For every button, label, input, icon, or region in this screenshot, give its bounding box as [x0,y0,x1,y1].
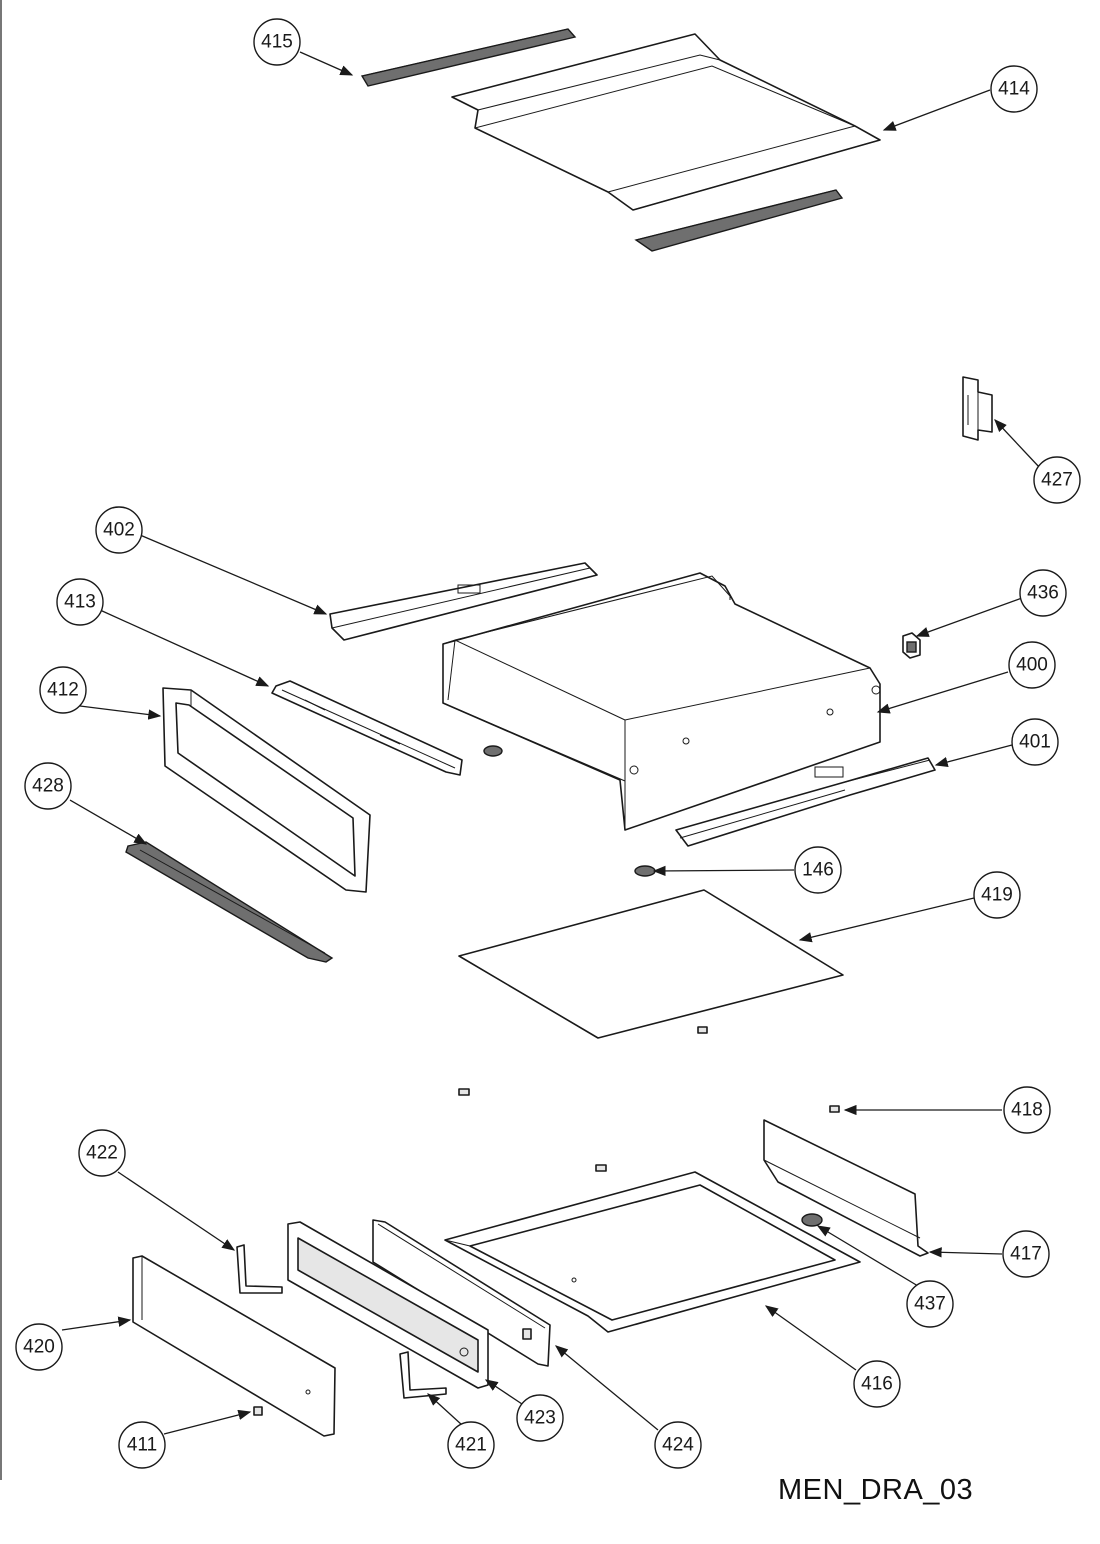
part-427-bracket [962,376,993,441]
part-423-inner-frame [287,1221,489,1389]
callout-411: 411 [118,1421,166,1469]
part-420-front-panel [132,1255,336,1437]
part-416-bottom-frame [444,1171,861,1333]
callout-437-label: 437 [914,1294,946,1315]
part-413-drawer-slide [271,680,463,776]
callout-424-label: 424 [662,1435,694,1456]
callout-417-label: 417 [1010,1244,1042,1265]
part-414-top-panel [451,33,881,211]
part-436-clip [902,632,921,659]
callout-402-label: 402 [103,520,135,541]
part-400-drawer-box [442,572,881,831]
grommet-left [483,745,503,757]
callout-421: 421 [447,1421,495,1469]
callout-401: 401 [1011,718,1059,766]
callout-411-label: 411 [127,1435,157,1456]
callout-423: 423 [516,1394,564,1442]
callout-418-label: 418 [1011,1100,1043,1121]
callout-424: 424 [654,1421,702,1469]
callout-146-label: 146 [802,860,834,881]
callout-417: 417 [1002,1230,1050,1278]
callout-146: 146 [794,846,842,894]
callout-419-label: 419 [981,885,1013,906]
part-415-lower-rail [634,189,844,252]
part-411-knob [253,1406,263,1416]
callout-413: 413 [56,578,104,626]
callout-418: 418 [1003,1086,1051,1134]
part-417-side-panel [763,1119,929,1257]
spacer-pads [458,1088,840,1172]
callout-422-label: 422 [86,1143,118,1164]
part-402-slide-rail [329,562,598,641]
callout-402: 402 [95,506,143,554]
callout-423-label: 423 [524,1408,556,1429]
callout-427: 427 [1033,456,1081,504]
part-415-top-rail [360,28,577,87]
part-419-bottom-board [458,889,844,1039]
callout-436-label: 436 [1027,583,1059,604]
part-421-bracket [399,1351,447,1399]
callout-437: 437 [906,1280,954,1328]
callout-420: 420 [15,1323,63,1371]
part-437-grommet [801,1213,823,1227]
part-424-frame-profile [372,1219,551,1367]
callout-412: 412 [39,666,87,714]
callout-400-label: 400 [1016,655,1048,676]
callout-428: 428 [24,762,72,810]
part-422-bracket [236,1244,283,1294]
callout-427-label: 427 [1041,470,1073,491]
callout-412-label: 412 [47,680,79,701]
callout-400: 400 [1008,641,1056,689]
callout-414-label: 414 [998,79,1030,100]
callout-415-label: 415 [261,32,293,53]
part-146-grommet [634,865,656,877]
callout-413-label: 413 [64,592,96,613]
callout-422: 422 [78,1129,126,1177]
callout-436: 436 [1019,569,1067,617]
drawing-code: MEN_DRA_03 [778,1474,974,1506]
callout-415: 415 [253,18,301,66]
callout-428-label: 428 [32,776,64,797]
callout-421-label: 421 [455,1435,487,1456]
leader-lines [61,51,1041,1435]
callout-419: 419 [973,871,1021,919]
callout-420-label: 420 [23,1337,55,1358]
page-border-line [0,0,2,1480]
part-412-front-frame [162,687,371,893]
callout-416: 416 [853,1360,901,1408]
callout-414: 414 [990,65,1038,113]
callout-401-label: 401 [1019,732,1051,753]
part-401-side-slide [675,757,936,847]
callout-416-label: 416 [861,1374,893,1395]
